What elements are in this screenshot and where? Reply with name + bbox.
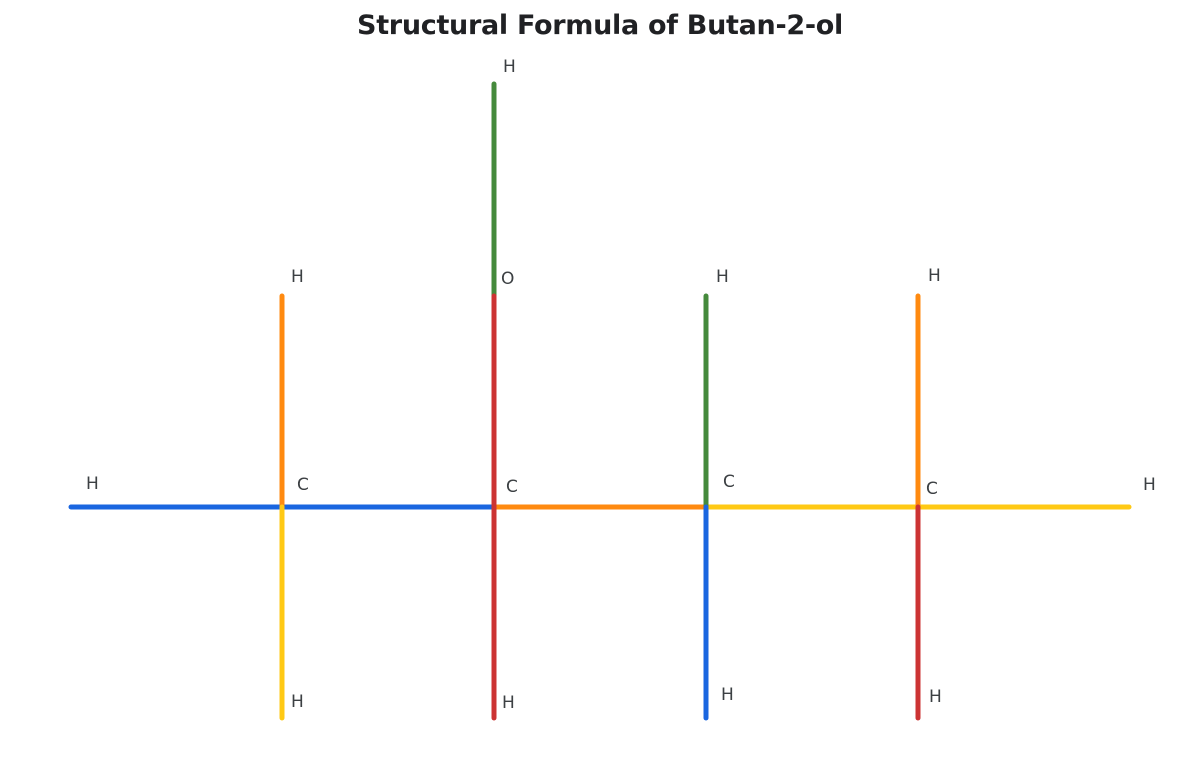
atom-c3: C [723,472,735,492]
atom-h-c3-top: H [716,267,729,287]
diagram-title: Structural Formula of Butan-2-ol [357,10,843,41]
atom-h-c3-bottom: H [721,685,734,705]
atom-h-c4-top: H [928,266,941,286]
atom-c2: C [506,477,518,497]
atom-h-left: H [86,474,99,494]
atom-h-c1-bottom: H [291,692,304,712]
atom-h-o: H [503,57,516,77]
atom-h-c4-bottom: H [929,687,942,707]
atom-c4: C [926,479,938,499]
atom-h-c1-top: H [291,267,304,287]
atom-h-right: H [1143,475,1156,495]
atom-h-c2-bottom: H [502,693,515,713]
atom-c1: C [297,475,309,495]
atom-o: O [501,269,514,289]
